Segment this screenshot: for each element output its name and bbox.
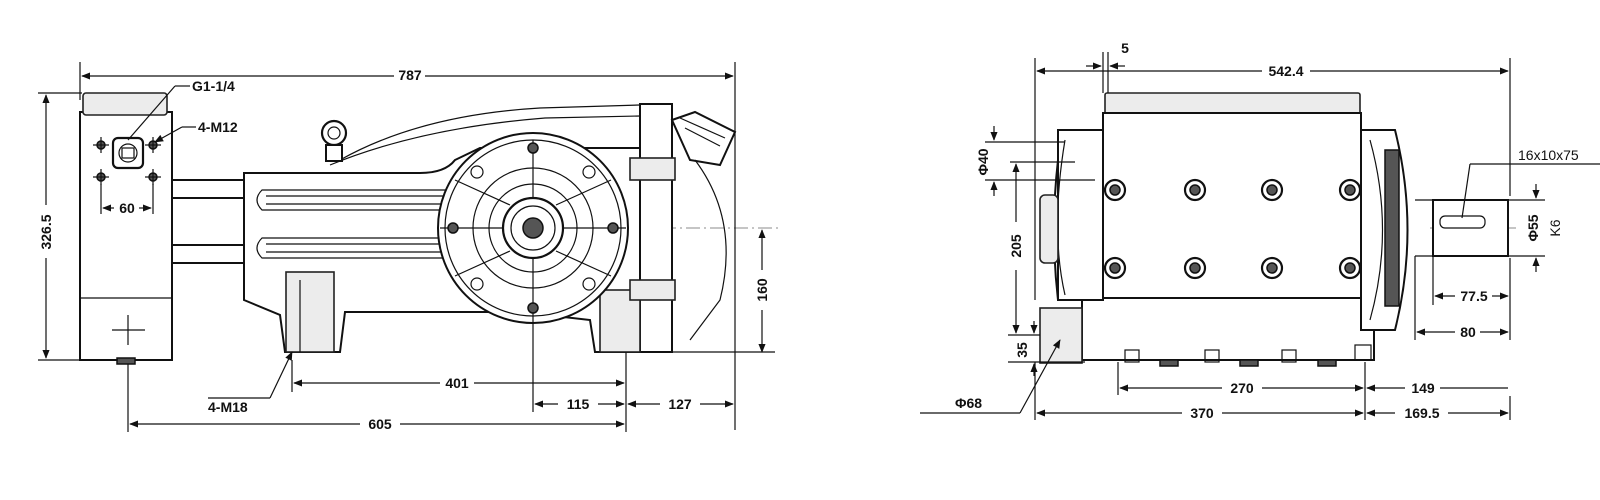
- dim-base-169: 169.5: [1404, 405, 1439, 421]
- dim-shaft-diameter: Φ55: [1525, 214, 1541, 241]
- dim-width: 542.4: [1268, 63, 1303, 79]
- dim-overall-length: 787: [398, 67, 422, 83]
- output-shaft: [1415, 199, 1509, 257]
- manifold-block: [79, 92, 173, 365]
- dim-shaft-80: 80: [1460, 324, 1476, 340]
- crank-cover: [437, 132, 629, 324]
- dim-shaft-extension: 127: [668, 396, 692, 412]
- callout-diameter-68: Φ68: [955, 395, 982, 411]
- dim-base-length: 605: [368, 416, 392, 432]
- dim-height: 326.5: [38, 214, 54, 249]
- dim-offset-small: 5: [1121, 40, 1129, 56]
- front-view: 5 542.4 Φ40 205 35 Φ68 16x10x75: [920, 40, 1600, 421]
- dim-base-149: 149: [1411, 380, 1435, 396]
- dim-mount-spacing: 401: [445, 375, 469, 391]
- callout-mount-bolts: 4-M18: [208, 399, 248, 415]
- dim-base-270: 270: [1230, 380, 1254, 396]
- side-view: 787 G1-1/4 4-M12 60 326.5 160 4-M18: [38, 62, 780, 432]
- inlet-flange: [93, 136, 161, 185]
- callout-flange-bolts: 4-M12: [198, 119, 238, 135]
- dim-diameter-40: Φ40: [975, 148, 991, 175]
- dim-shaft-tolerance: K6: [1547, 219, 1563, 236]
- dim-shaft-77: 77.5: [1460, 288, 1487, 304]
- callout-key-size: 16x10x75: [1518, 147, 1579, 163]
- dim-shaft-to-foot: 115: [567, 396, 590, 412]
- housing-bolts: [1103, 178, 1362, 280]
- dim-height-35: 35: [1014, 342, 1030, 358]
- dim-shaft-height: 160: [754, 278, 770, 302]
- dim-flange-spacing: 60: [119, 200, 135, 216]
- dim-height-205: 205: [1008, 234, 1024, 258]
- housing-front: [1039, 92, 1409, 367]
- callout-inlet-thread: G1-1/4: [192, 78, 235, 94]
- plunger-rods: [171, 179, 245, 264]
- dim-base-370: 370: [1190, 405, 1214, 421]
- rear-fitting: [670, 110, 737, 341]
